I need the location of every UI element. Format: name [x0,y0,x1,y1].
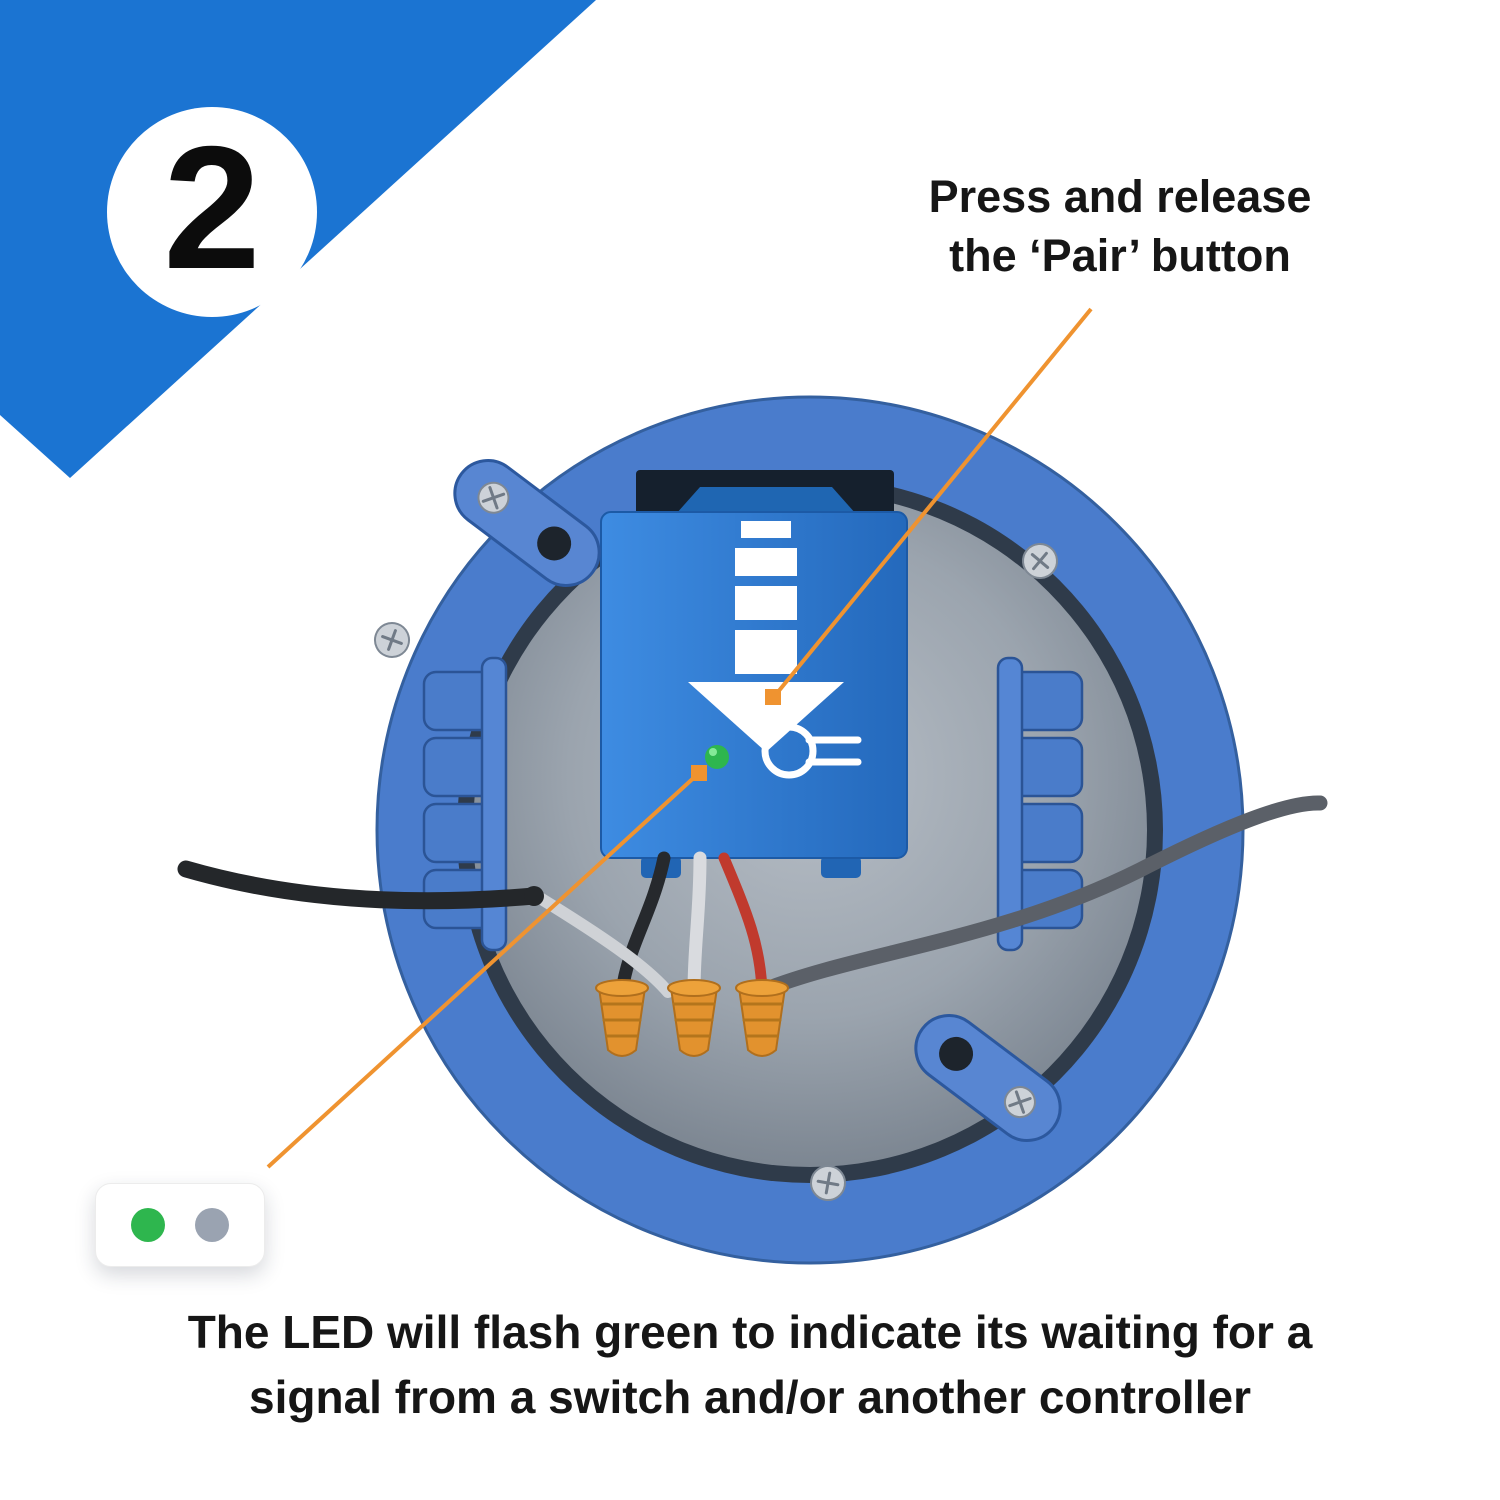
black-wire [615,851,671,999]
left-clamp [422,656,508,952]
right-clamp [996,656,1084,952]
mounting-tab-bottom-right [914,1014,1062,1142]
wire-nut [595,979,649,1057]
mounting-tab-top-left [453,459,601,587]
white-wire [534,892,674,998]
led-leader-line [266,771,701,1169]
junction-box [177,395,1328,1265]
red-wire [718,852,768,996]
callout-leaders [266,307,1093,1169]
screw-icon [477,481,510,514]
screw-icon [810,1165,846,1201]
module-wires [534,851,768,999]
left-cable [177,860,544,910]
led-green-dot [131,1208,165,1242]
right-cable [756,795,1328,998]
wire-nuts [595,979,789,1057]
wire-nut [667,979,721,1057]
led-indicator [705,745,729,769]
pair-callout: Press and release the ‘Pair’ button [860,168,1380,285]
step-number: 2 [163,110,261,306]
caption-line2: signal from a switch and/or another cont… [249,1371,1251,1424]
step-badge: 2 [107,107,317,317]
led-leader-marker [691,765,707,781]
screw-icon [374,622,410,658]
module-top-flange [676,487,856,514]
pair-callout-line1: Press and release [928,171,1312,222]
pair-leader-marker [765,689,781,705]
pair-button-icon[interactable] [761,723,862,779]
caption-line1: The LED will flash green to indicate its… [187,1306,1313,1358]
wire-nut [735,979,789,1057]
led-legend-card [95,1183,265,1267]
down-arrow-icon [688,521,844,752]
pair-callout-line2: the ‘Pair’ button [949,229,1291,281]
module-bottom-tab [821,856,861,878]
white-wire [687,851,707,999]
led-gray-dot [195,1208,229,1242]
pair-leader-line [771,307,1093,700]
bottom-caption: The LED will flash green to indicate its… [0,1300,1500,1431]
controller-module [600,487,908,878]
screw-icon [1022,543,1058,579]
screw-icon [1003,1086,1036,1119]
